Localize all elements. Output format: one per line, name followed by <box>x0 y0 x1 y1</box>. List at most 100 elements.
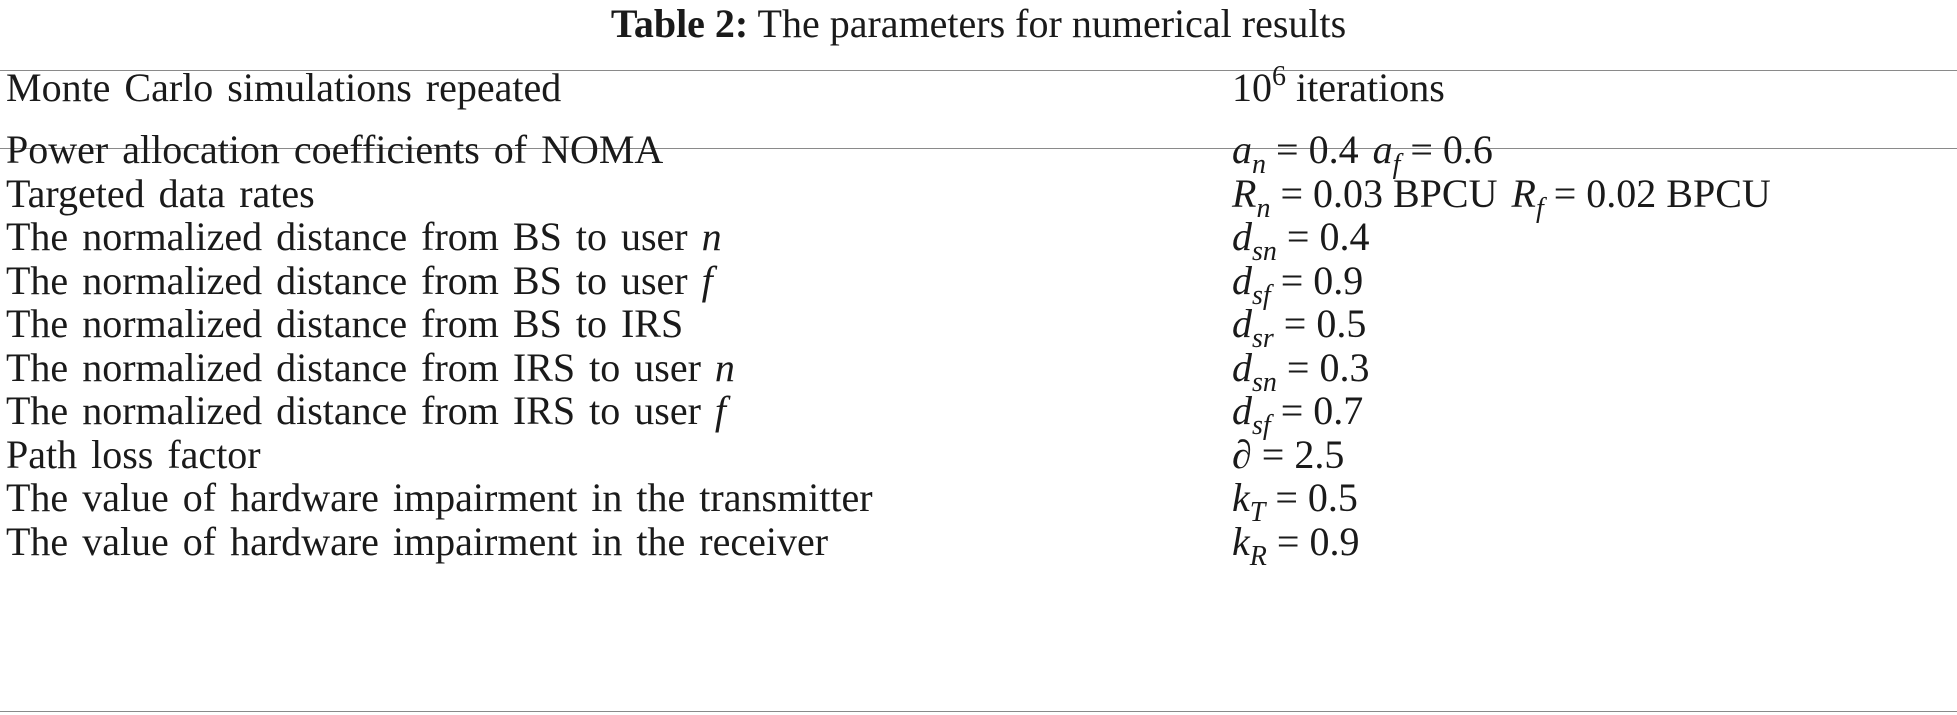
equals-sign: = <box>1280 388 1304 433</box>
row-parameter-text: Path loss factor <box>6 431 261 477</box>
value-number: 0.4 <box>1319 214 1370 259</box>
equals-sign: = <box>1280 257 1304 303</box>
table-row: The value of hardware impairment in the … <box>0 471 1957 528</box>
row-value: ∂=2.5 <box>1232 428 1344 482</box>
row-parameter: The normalized distance from BS to IRS <box>6 297 683 351</box>
value-symbol: R <box>1232 170 1257 216</box>
value-number: 0.5 <box>1307 475 1358 520</box>
value-number: 0.6 <box>1442 127 1493 172</box>
equals-sign: = <box>1286 214 1310 259</box>
row-value: dsn =0.4 <box>1232 210 1370 267</box>
value-number: 0.3 <box>1319 344 1370 390</box>
table-row: The normalized distance from IRS to user… <box>0 341 1957 398</box>
value-symbol: d <box>1232 301 1252 346</box>
row-parameter: The value of hardware impairment in the … <box>6 471 873 525</box>
value-number: 2.5 <box>1294 431 1345 477</box>
table-row: The normalized distance from BS to IRS ds… <box>0 297 1957 354</box>
row-parameter: The normalized distance from IRS to user… <box>6 341 735 395</box>
table-header-rule <box>0 148 1957 149</box>
row-parameter-text: The normalized distance from IRS to user <box>6 388 715 433</box>
equals-sign: = <box>1286 344 1310 390</box>
value-number: 0.5 <box>1316 301 1367 346</box>
value-subscript: n <box>1256 192 1271 224</box>
value-symbol: d <box>1232 388 1252 433</box>
value-symbol: d <box>1232 257 1252 303</box>
row-value: dsn=0.3 <box>1232 341 1370 398</box>
value-number: 0.03 <box>1313 170 1383 216</box>
table-header-row: Monte Carlo simulations repeated 106 ite… <box>0 61 1957 115</box>
value-symbol: a <box>1232 127 1252 172</box>
row-parameter-text: The normalized distance from BS to IRS <box>6 301 684 346</box>
equals-sign: = <box>1276 127 1299 172</box>
table-top-rule <box>0 70 1957 71</box>
value-subscript: f <box>1535 192 1544 224</box>
value-subscript: sn <box>1252 236 1277 267</box>
value-number: 0.9 <box>1313 257 1364 303</box>
value-symbol: k <box>1232 518 1250 564</box>
value-symbol: k <box>1232 475 1250 520</box>
row-value: kT =0.5 <box>1232 471 1358 528</box>
equals-sign: = <box>1280 170 1303 216</box>
row-parameter-text: The value of hardware impairment in the … <box>6 475 873 520</box>
header-value: 106 iterations <box>1232 61 1445 115</box>
value-number: 0.9 <box>1309 518 1360 564</box>
header-value-base: 10 <box>1232 65 1272 110</box>
value-symbol: ∂ <box>1232 431 1252 477</box>
value-number: 0.4 <box>1308 127 1359 172</box>
value-subscript: sf <box>1252 410 1271 441</box>
value-symbol: d <box>1232 214 1252 259</box>
header-value-exponent: 6 <box>1272 61 1286 92</box>
table-caption: Table 2: The parameters for numerical re… <box>0 2 1957 46</box>
row-parameter: The normalized distance from IRS to user… <box>6 384 726 438</box>
table-bottom-rule <box>0 711 1957 712</box>
row-parameter: The normalized distance from BS to user … <box>6 254 713 308</box>
table-row: The value of hardware impairment in the … <box>0 515 1957 571</box>
value-subscript: f <box>1392 149 1401 180</box>
row-parameter: Power allocation coefficients of NOMA <box>6 123 663 177</box>
value-number: 0.7 <box>1313 388 1364 433</box>
equals-sign: = <box>1275 475 1298 520</box>
table-row: The normalized distance from BS to user … <box>0 254 1957 310</box>
value-number: 0.02 <box>1586 170 1657 216</box>
value-unit: BPCU <box>1393 170 1498 216</box>
value-subscript: T <box>1249 497 1266 528</box>
equals-sign: = <box>1276 518 1300 564</box>
row-parameter-variable: n <box>701 214 722 259</box>
value-symbol: R <box>1511 170 1536 216</box>
row-parameter: The normalized distance from BS to user … <box>6 210 722 264</box>
equals-sign: = <box>1553 170 1577 216</box>
row-value: dsf =0.7 <box>1232 384 1364 441</box>
value-subscript: sr <box>1252 323 1274 354</box>
equals-sign: = <box>1261 431 1285 477</box>
header-value-suffix: iterations <box>1296 65 1445 110</box>
row-parameter-text: The normalized distance from IRS to user <box>6 344 715 390</box>
row-parameter-text: The normalized distance from BS to user <box>6 214 702 259</box>
row-parameter-text: The normalized distance from BS to user <box>6 257 702 303</box>
value-subscript: sn <box>1252 366 1277 398</box>
table-row: Path loss factor ∂=2.5 <box>0 428 1957 482</box>
row-parameter: The value of hardware impairment in the … <box>6 515 828 569</box>
table-caption-text: The parameters for numerical results <box>757 1 1347 46</box>
row-value: kR=0.9 <box>1232 515 1360 571</box>
table-caption-label: Table 2: <box>610 1 749 46</box>
row-parameter-variable: f <box>714 388 727 433</box>
equals-sign: = <box>1283 301 1307 346</box>
table-row: The normalized distance from IRS to user… <box>0 384 1957 441</box>
row-parameter-text: Power allocation coefficients of NOMA <box>6 127 664 172</box>
row-parameter: Targeted data rates <box>6 167 315 221</box>
table-row: The normalized distance from BS to user … <box>0 210 1957 267</box>
row-value: dsr =0.5 <box>1232 297 1367 354</box>
row-parameter-text: The value of hardware impairment in the … <box>6 518 829 564</box>
value-unit: BPCU <box>1666 170 1771 216</box>
equals-sign: = <box>1410 127 1433 172</box>
value-subscript: n <box>1252 149 1266 180</box>
row-value: dsf=0.9 <box>1232 254 1364 310</box>
row-parameter-variable: f <box>701 257 713 303</box>
value-symbol: a <box>1372 127 1393 172</box>
header-parameter: Monte Carlo simulations repeated <box>6 65 562 110</box>
row-parameter: Path loss factor <box>6 428 261 482</box>
